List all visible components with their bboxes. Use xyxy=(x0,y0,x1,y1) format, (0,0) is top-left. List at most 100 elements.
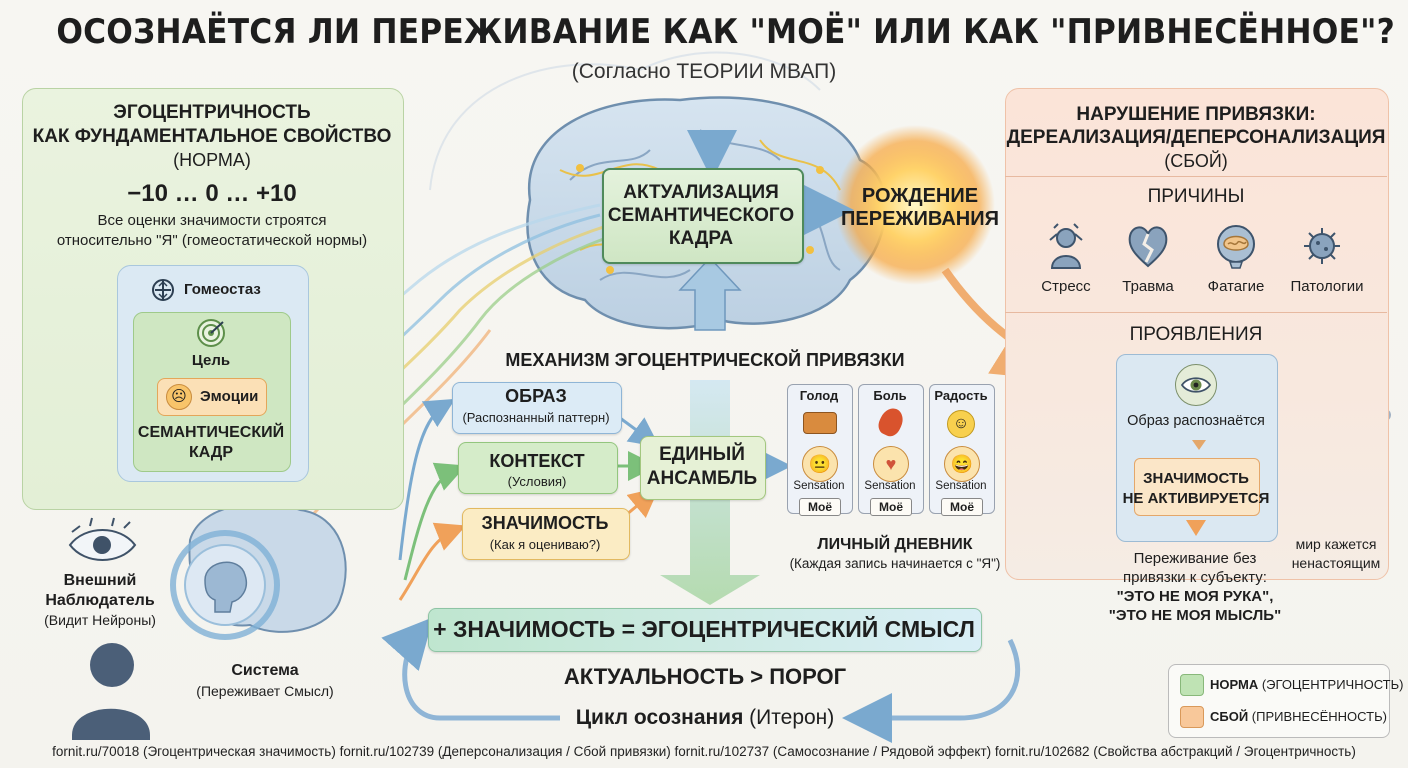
stress-icon xyxy=(1044,222,1088,270)
threshold-text: АКТУАЛЬНОСТЬ > ПОРОГ xyxy=(563,664,847,689)
emotions-label: Эмоции xyxy=(200,388,259,405)
diary-sensation-3: Sensation xyxy=(935,480,987,492)
cause-label-trauma: Травма xyxy=(1122,278,1174,295)
unreal-world-2: ненастоящим xyxy=(1291,555,1381,571)
divider xyxy=(1005,176,1387,177)
diary-label-hunger: Голод xyxy=(799,388,839,403)
divider xyxy=(1005,312,1387,313)
diary-sensation-1: Sensation xyxy=(793,480,845,492)
homeostasis-label: Гомеостаз xyxy=(184,281,261,298)
system-brain xyxy=(170,502,347,640)
quote-hand: "ЭТО НЕ МОЯ РУКА", xyxy=(1116,588,1274,605)
target-icon xyxy=(196,318,226,348)
neutral-face-icon: 😐 xyxy=(802,446,838,482)
egocentricity-desc-2: относительно "Я" (гомеостатической нормы… xyxy=(56,232,368,249)
smile-icon: ☺ xyxy=(947,410,975,438)
legend-norm: НОРМА (ЭГОЦЕНТРИЧНОСТЬ) xyxy=(1210,677,1403,692)
system-note: (Переживает Смысл) xyxy=(196,683,334,699)
eye-recognition-icon xyxy=(1175,364,1217,406)
failure-heading-3: (СБОЙ) xyxy=(1164,151,1228,171)
formula-text: + ЗНАЧИМОСТЬ = ЭГОЦЕНТРИЧЕСКИЙ СМЫСЛ xyxy=(433,616,975,642)
cycle-note: (Итерон) xyxy=(743,706,835,729)
actualization-line-1: АКТУАЛИЗАЦИЯ xyxy=(623,182,779,203)
formula-box xyxy=(428,608,982,652)
observer-note: (Видит Нейроны) xyxy=(44,612,156,628)
personal-diary: Голод Боль Радость ☺ 😐 ♥ 😄 Sensation Sen… xyxy=(787,382,1007,528)
scale-range: −10 … 0 … +10 xyxy=(127,180,297,207)
cause-label-stress: Стресс xyxy=(1041,278,1091,295)
manifestations-title: ПРОЯВЛЕНИЯ xyxy=(1129,324,1263,345)
not-activated-line-2: НЕ АКТИВИРУЕТСЯ xyxy=(1122,490,1270,507)
legend-fail-note: (ПРИВНЕСЁННОСТЬ) xyxy=(1248,709,1387,724)
cause-label-fatigue: Фатагие xyxy=(1207,278,1265,295)
legend-fail-title: СБОЙ xyxy=(1210,709,1249,724)
diary-tag-mine-3: Моё xyxy=(941,498,983,516)
observer-name-1: Внешний xyxy=(63,572,137,589)
experience-birth-2: ПЕРЕЖИВАНИЯ xyxy=(841,208,999,230)
actualization-line-2: СЕМАНТИЧЕСКОГО xyxy=(607,205,795,226)
diary-tag-mine-1: Моё xyxy=(799,498,841,516)
cycle-label: Цикл осознания (Итерон) xyxy=(540,706,870,730)
causes-title: ПРИЧИНЫ xyxy=(1147,186,1245,207)
significance-note: (Как я оцениваю?) xyxy=(489,537,601,552)
homeostasis-icon xyxy=(150,277,176,303)
no-binding-line-2: привязки к субъекту: xyxy=(1123,569,1267,586)
broken-heart-icon xyxy=(1126,222,1170,270)
not-activated-line-1: ЗНАЧИМОСТЬ xyxy=(1143,470,1249,487)
cause-label-pathology: Патологии xyxy=(1290,278,1364,295)
image-recognized-text: Образ распознаётся xyxy=(1127,413,1265,429)
unreal-world-1: мир кажется xyxy=(1295,536,1377,552)
egocentricity-desc-1: Все оценки значимости строятся xyxy=(97,212,327,229)
diary-sensation-2: Sensation xyxy=(864,480,916,492)
semantic-frame-label-2: КАДР xyxy=(189,444,233,461)
legend-fail: СБОЙ (ПРИВНЕСЁННОСТЬ) xyxy=(1210,709,1387,724)
virus-icon xyxy=(1300,222,1344,270)
experience-glow xyxy=(835,125,995,285)
significance-title: ЗНАЧИМОСТЬ xyxy=(481,513,609,533)
diary-title: ЛИЧНЫЙ ДНЕВНИК xyxy=(817,536,973,553)
laughing-face-icon: 😄 xyxy=(944,446,980,482)
eye-icon xyxy=(68,517,137,561)
actualization-box xyxy=(602,168,804,264)
cycle-title: Цикл осознания xyxy=(575,706,744,729)
norm-label: (НОРМА) xyxy=(173,150,251,170)
egocentricity-heading: ЭГОЦЕНТРИЧНОСТЬ xyxy=(113,102,311,123)
page-title: ОСОЗНАЁТСЯ ЛИ ПЕРЕЖИВАНИЕ КАК "МОЁ" ИЛИ … xyxy=(56,12,1395,52)
goal-label: Цель xyxy=(191,352,231,369)
semantic-frame-label-1: СЕМАНТИЧЕСКИЙ xyxy=(137,424,285,441)
legend-swatch-fail xyxy=(1180,706,1204,728)
diary-note: (Каждая запись начинается с "Я") xyxy=(789,556,1001,571)
context-box xyxy=(458,442,618,494)
ensemble-line-2: АНСАМБЛЬ xyxy=(646,468,758,489)
image-title: ОБРАЗ xyxy=(505,386,567,406)
observer-name-2: Наблюдатель xyxy=(45,592,155,609)
down-arrow-icon xyxy=(1192,440,1206,450)
footer-references: fornit.ru/70018 (Эгоцентрическая значимо… xyxy=(52,744,1356,759)
quote-thought: "ЭТО НЕ МОЯ МЫСЛЬ" xyxy=(1108,607,1282,624)
image-box xyxy=(452,382,622,434)
legend xyxy=(1168,664,1390,738)
down-arrow-icon xyxy=(1186,520,1206,536)
bread-icon xyxy=(803,412,837,434)
egocentricity-heading-2: КАК ФУНДАМЕНТАЛЬНОЕ СВОЙСТВО xyxy=(32,126,392,147)
diary-label-pain: Боль xyxy=(873,388,907,403)
ensemble-line-1: ЕДИНЫЙ xyxy=(659,444,745,465)
diary-label-joy: Радость xyxy=(934,388,988,403)
legend-norm-note: (ЭГОЦЕНТРИЧНОСТЬ) xyxy=(1258,677,1404,692)
failure-heading-1: НАРУШЕНИЕ ПРИВЯЗКИ: xyxy=(1076,104,1316,125)
image-note: (Распознанный паттерн) xyxy=(462,410,610,425)
ensemble-box xyxy=(640,436,766,500)
heart-pain-icon: ♥ xyxy=(873,446,909,482)
context-title: КОНТЕКСТ xyxy=(489,451,585,471)
significance-box xyxy=(462,508,630,560)
legend-norm-title: НОРМА xyxy=(1210,677,1259,692)
context-note: (Условия) xyxy=(507,474,567,489)
page-subtitle: (Согласно ТЕОРИИ МВАП) xyxy=(571,60,837,83)
sad-face-icon: ☹ xyxy=(166,384,192,410)
failure-heading-2: ДЕРЕАЛИЗАЦИЯ/ДЕПЕРСОНАЛИЗАЦИЯ xyxy=(1006,127,1386,148)
legend-swatch-norm xyxy=(1180,674,1204,696)
diary-tag-mine-2: Моё xyxy=(870,498,912,516)
brain-icon xyxy=(1212,222,1260,270)
actualization-line-3: КАДРА xyxy=(668,228,734,249)
experience-birth-1: РОЖДЕНИЕ xyxy=(861,185,979,207)
